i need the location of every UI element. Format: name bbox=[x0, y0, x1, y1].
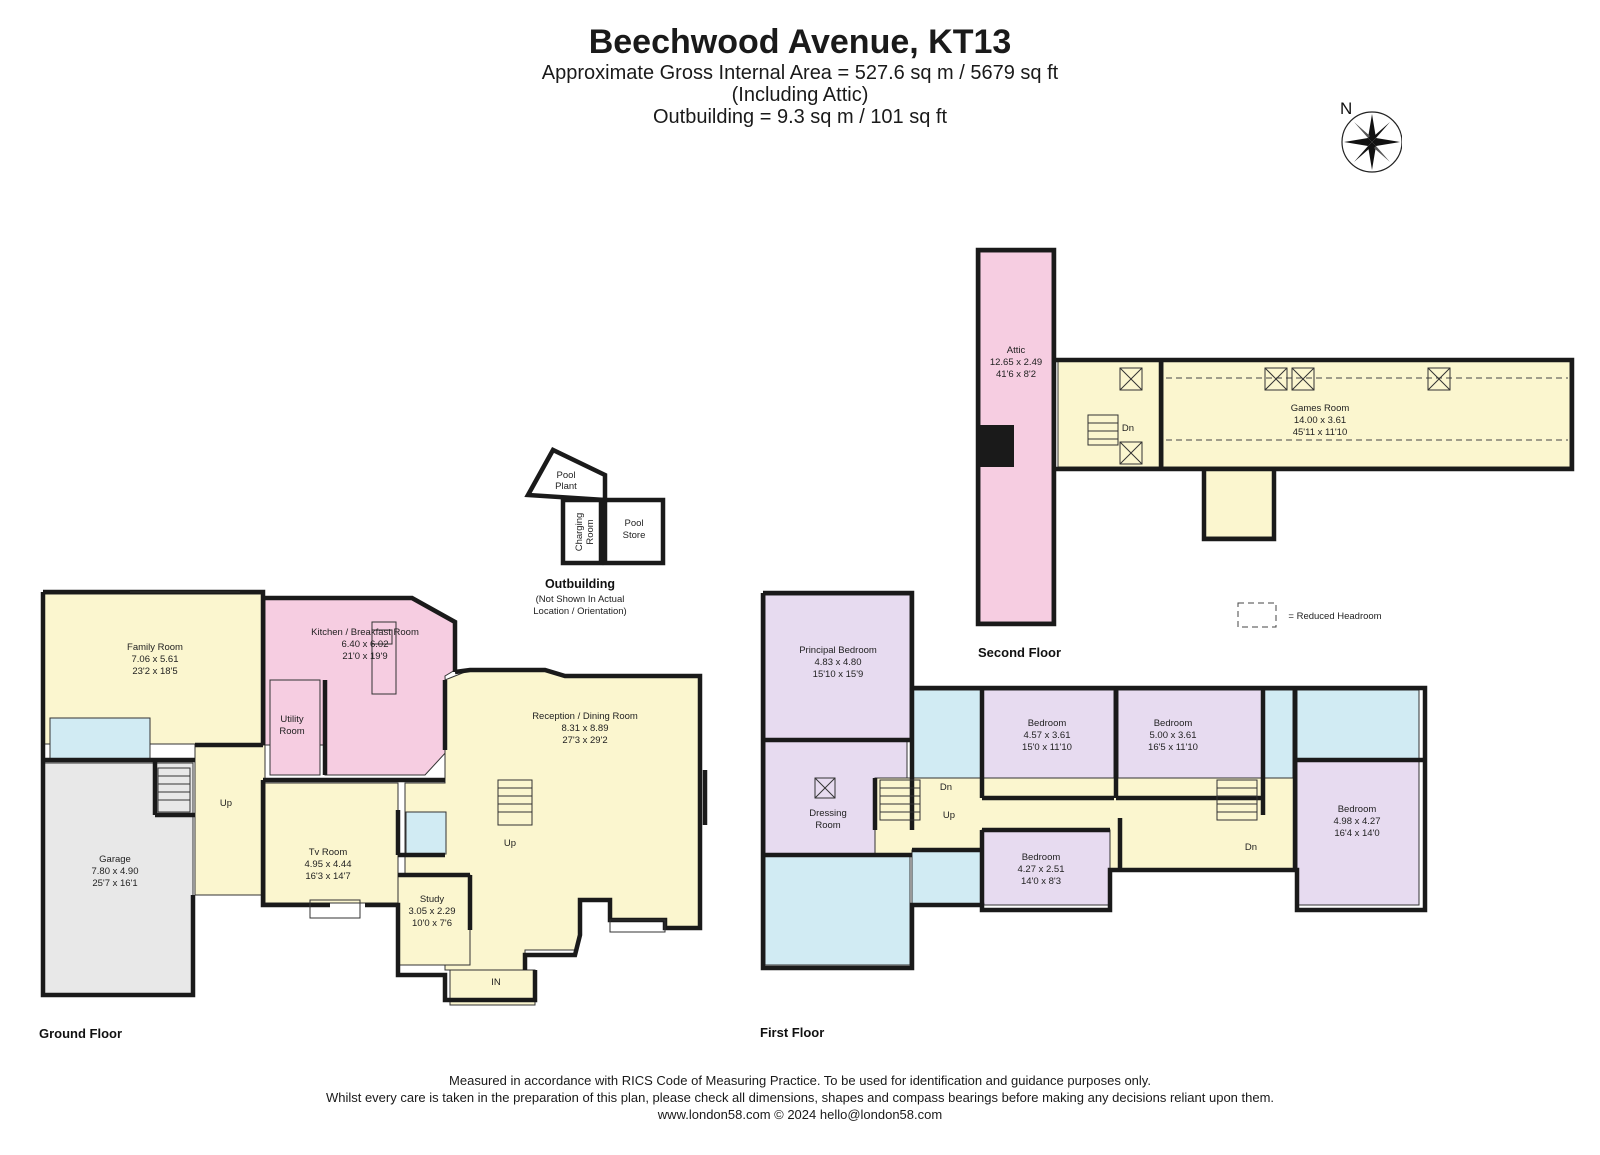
outbuilding-note2: Location / Orientation) bbox=[533, 606, 626, 617]
study-imperial: 10'0 x 7'6 bbox=[412, 918, 452, 929]
pool-store-label1: Pool bbox=[624, 518, 643, 529]
bedroom2-name: Bedroom bbox=[1028, 718, 1067, 729]
ground-cloak-area bbox=[405, 811, 447, 855]
garage-imperial: 25'7 x 16'1 bbox=[92, 878, 137, 889]
dressing-room-name2: Room bbox=[815, 820, 840, 831]
compass-north-label: N bbox=[1340, 99, 1352, 118]
outbuilding-note1: (Not Shown In Actual bbox=[536, 594, 625, 605]
bedroom2-imperial: 15'0 x 11'10 bbox=[1022, 742, 1072, 753]
tv-room-imperial: 16'3 x 14'7 bbox=[305, 871, 350, 882]
kitchen-imperial: 21'0 x 19'9 bbox=[342, 651, 387, 662]
study-name: Study bbox=[420, 894, 445, 905]
charging-room-label2: Room bbox=[585, 519, 596, 544]
bedroom3-imperial: 16'5 x 11'10 bbox=[1148, 742, 1198, 753]
bathroom1-area bbox=[911, 689, 983, 779]
compass-icon: N bbox=[1340, 99, 1402, 173]
family-room-metric: 7.06 x 5.61 bbox=[131, 654, 178, 665]
tv-room-area bbox=[264, 782, 399, 904]
attic-metric: 12.65 x 2.49 bbox=[990, 357, 1042, 368]
pool-plant-label2: Plant bbox=[555, 481, 577, 492]
dressing-room-name: Dressing bbox=[809, 808, 847, 819]
disclaimer-line2: Whilst every care is taken in the prepar… bbox=[325, 1090, 1275, 1105]
pool-plant-label1: Pool bbox=[556, 470, 575, 481]
first-stairs-up-label: Up bbox=[943, 810, 955, 821]
landing2-area bbox=[1057, 359, 1162, 468]
reception-name: Reception / Dining Room bbox=[532, 711, 638, 722]
plan-header: Beechwood Avenue, KT13 Approximate Gross… bbox=[0, 22, 1600, 128]
garage-area bbox=[42, 762, 194, 996]
first-stairs-dn-label: Dn bbox=[940, 782, 952, 793]
outbuilding-label: Outbuilding bbox=[545, 577, 615, 591]
attic-name: Attic bbox=[1007, 345, 1026, 356]
disclaimer-line3: www.london58.com © 2024 hello@london58.c… bbox=[657, 1107, 943, 1122]
bedroom3-metric: 5.00 x 3.61 bbox=[1149, 730, 1196, 741]
utility-room-name2: Room bbox=[279, 726, 304, 737]
second-floor: Attic 12.65 x 2.49 41'6 x 8'2 Games Room… bbox=[975, 247, 1575, 660]
porch-area bbox=[449, 969, 536, 1006]
dormer-area bbox=[1203, 466, 1275, 538]
bedroom5-imperial: 16'4 x 14'0 bbox=[1334, 828, 1379, 839]
principal-bedroom-metric: 4.83 x 4.80 bbox=[814, 657, 861, 668]
study-metric: 3.05 x 2.29 bbox=[408, 906, 455, 917]
bedroom5-name: Bedroom bbox=[1338, 804, 1377, 815]
bedroom5-metric: 4.98 x 4.27 bbox=[1333, 816, 1380, 827]
principal-bedroom-name: Principal Bedroom bbox=[799, 645, 877, 656]
outbuilding: Pool Plant Charging Room Pool Store Outb… bbox=[524, 447, 666, 617]
games-room-imperial: 45'11 x 11'10 bbox=[1293, 427, 1348, 438]
disclaimer: Measured in accordance with RICS Code of… bbox=[0, 1072, 1600, 1123]
bedroom3-name: Bedroom bbox=[1154, 718, 1193, 729]
garage-metric: 7.80 x 4.90 bbox=[91, 866, 138, 877]
games-room-area bbox=[1162, 359, 1571, 468]
reduced-headroom-label: = Reduced Headroom bbox=[1288, 611, 1381, 622]
bedroom4-metric: 4.27 x 2.51 bbox=[1017, 864, 1064, 875]
ground-floor-label: Ground Floor bbox=[39, 1026, 122, 1041]
games-room-metric: 14.00 x 3.61 bbox=[1294, 415, 1346, 426]
page-title: Beechwood Avenue, KT13 bbox=[588, 23, 1012, 61]
tv-room-metric: 4.95 x 4.44 bbox=[304, 859, 351, 870]
bedroom4-area bbox=[981, 829, 1111, 906]
ensuite-area bbox=[764, 854, 911, 966]
ground-floor: Family Room 7.06 x 5.61 23'2 x 18'5 Kitc… bbox=[39, 589, 708, 1041]
reception-metric: 8.31 x 8.89 bbox=[561, 723, 608, 734]
including-attic-text: (Including Attic) bbox=[731, 84, 869, 106]
disclaimer-line1: Measured in accordance with RICS Code of… bbox=[449, 1073, 1151, 1088]
first-floor: Principal Bedroom 4.83 x 4.80 15'10 x 15… bbox=[760, 590, 1428, 1040]
second-stairs-dn-label: Dn bbox=[1245, 842, 1257, 853]
bedroom2-metric: 4.57 x 3.61 bbox=[1023, 730, 1070, 741]
pool-store-label2: Store bbox=[623, 530, 646, 541]
bathroom4-area bbox=[911, 849, 983, 906]
principal-bedroom-imperial: 15'10 x 15'9 bbox=[813, 669, 864, 680]
family-room-name: Family Room bbox=[127, 642, 183, 653]
tv-room-name: Tv Room bbox=[309, 847, 348, 858]
reception-imperial: 27'3 x 29'2 bbox=[562, 735, 607, 746]
outbuilding-area-text: Outbuilding = 9.3 sq m / 101 sq ft bbox=[652, 106, 948, 128]
hall-area bbox=[194, 744, 266, 896]
attic-imperial: 41'6 x 8'2 bbox=[996, 369, 1036, 380]
utility-room-name: Utility bbox=[280, 714, 303, 725]
ground-stairs-up-label: Up bbox=[220, 798, 232, 809]
ground-wc-area bbox=[49, 717, 151, 761]
principal-bedroom-area bbox=[764, 594, 911, 741]
hall-stairs-up-label: Up bbox=[504, 838, 516, 849]
entrance-label: IN bbox=[491, 977, 501, 988]
garage-name: Garage bbox=[99, 854, 131, 865]
bedroom5-area bbox=[1296, 759, 1420, 906]
second-stairs-label: Dn bbox=[1122, 423, 1134, 434]
games-room-name: Games Room bbox=[1291, 403, 1350, 414]
bathroom3-area bbox=[1296, 689, 1420, 761]
kitchen-metric: 6.40 x 6.02 bbox=[341, 639, 388, 650]
gross-area-text: Approximate Gross Internal Area = 527.6 … bbox=[541, 62, 1059, 84]
bedroom4-imperial: 14'0 x 8'3 bbox=[1021, 876, 1061, 887]
legend: = Reduced Headroom bbox=[1237, 602, 1382, 628]
second-floor-label: Second Floor bbox=[978, 645, 1061, 660]
kitchen-name: Kitchen / Breakfast Room bbox=[311, 627, 419, 638]
bedroom4-name: Bedroom bbox=[1022, 852, 1061, 863]
family-room-imperial: 23'2 x 18'5 bbox=[132, 666, 177, 677]
first-floor-label: First Floor bbox=[760, 1025, 824, 1040]
utility-room-area bbox=[269, 679, 321, 776]
charging-room-label1: Charging bbox=[574, 513, 585, 552]
